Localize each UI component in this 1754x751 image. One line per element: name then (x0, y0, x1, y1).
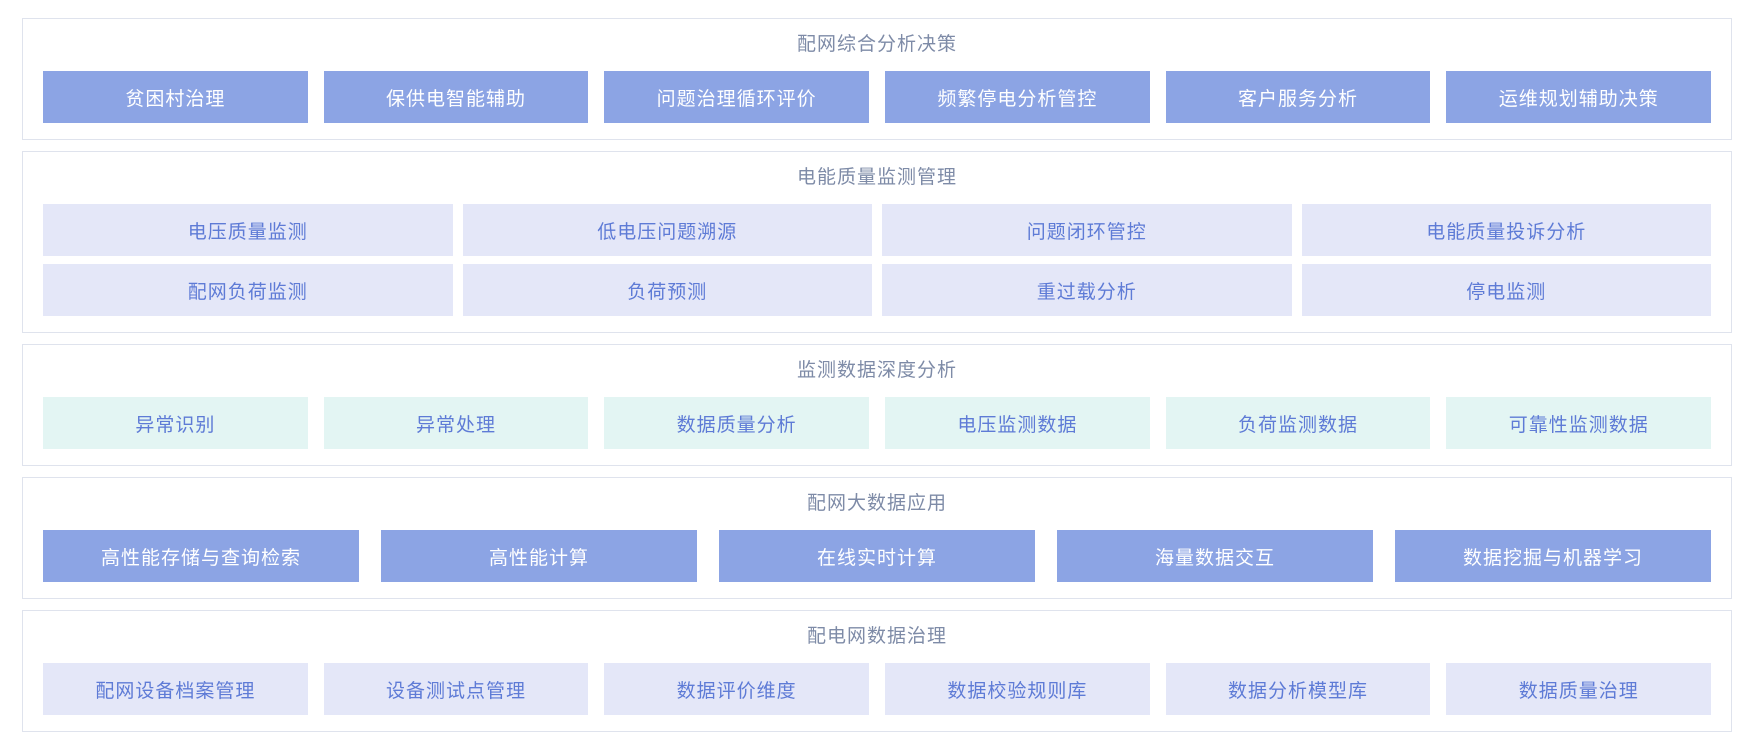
module-button[interactable]: 数据质量治理 (1446, 663, 1712, 715)
module-button[interactable]: 问题治理循环评价 (604, 71, 870, 123)
module-button[interactable]: 设备测试点管理 (323, 663, 589, 715)
module-button[interactable]: 低电压问题溯源 (462, 204, 872, 256)
module-button[interactable]: 电能质量投诉分析 (1301, 204, 1711, 256)
module-button[interactable]: 运维规划辅助决策 (1446, 71, 1712, 123)
section-monitoring-data-deep-analysis: 监测数据深度分析异常识别异常处理数据质量分析电压监测数据负荷监测数据可靠性监测数… (22, 344, 1732, 466)
module-button[interactable]: 高性能计算 (381, 530, 697, 582)
module-button[interactable]: 负荷预测 (462, 264, 872, 316)
section-title: 配电网数据治理 (806, 626, 947, 647)
module-row: 高性能存储与查询检索高性能计算在线实时计算海量数据交互数据挖掘与机器学习 (43, 530, 1711, 582)
module-button[interactable]: 可靠性监测数据 (1446, 397, 1712, 449)
module-button[interactable]: 数据校验规则库 (885, 663, 1150, 715)
module-button[interactable]: 配网负荷监测 (43, 264, 453, 316)
module-button[interactable]: 高性能存储与查询检索 (43, 530, 359, 582)
section-comprehensive-analysis-decision: 配网综合分析决策贫困村治理保供电智能辅助问题治理循环评价频繁停电分析管控客户服务… (22, 18, 1732, 140)
section-title: 电能质量监测管理 (796, 167, 957, 188)
module-row: 贫困村治理保供电智能辅助问题治理循环评价频繁停电分析管控客户服务分析运维规划辅助… (43, 71, 1712, 123)
module-map-page: 配网综合分析决策贫困村治理保供电智能辅助问题治理循环评价频繁停电分析管控客户服务… (22, 18, 1732, 732)
section-big-data-application: 配网大数据应用高性能存储与查询检索高性能计算在线实时计算海量数据交互数据挖掘与机… (22, 477, 1732, 599)
module-button[interactable]: 异常处理 (323, 397, 589, 449)
module-button[interactable]: 海量数据交互 (1057, 530, 1373, 582)
module-button[interactable]: 电压质量监测 (43, 204, 453, 256)
module-row: 异常识别异常处理数据质量分析电压监测数据负荷监测数据可靠性监测数据 (43, 397, 1712, 449)
module-button[interactable]: 数据评价维度 (604, 663, 870, 715)
module-button[interactable]: 贫困村治理 (43, 71, 308, 123)
section-title: 监测数据深度分析 (796, 360, 957, 381)
module-button[interactable]: 在线实时计算 (719, 530, 1035, 582)
section-power-quality-monitoring: 电能质量监测管理电压质量监测低电压问题溯源问题闭环管控电能质量投诉分析配网负荷监… (22, 151, 1732, 333)
section-title: 配网大数据应用 (806, 493, 947, 514)
module-button[interactable]: 负荷监测数据 (1165, 397, 1431, 449)
module-button[interactable]: 配网设备档案管理 (43, 663, 308, 715)
module-row: 配网设备档案管理设备测试点管理数据评价维度数据校验规则库数据分析模型库数据质量治… (43, 663, 1712, 715)
module-button[interactable]: 数据质量分析 (604, 397, 870, 449)
module-button[interactable]: 客户服务分析 (1165, 71, 1431, 123)
module-button[interactable]: 电压监测数据 (885, 397, 1150, 449)
module-button[interactable]: 频繁停电分析管控 (885, 71, 1150, 123)
module-row: 电压质量监测低电压问题溯源问题闭环管控电能质量投诉分析 (43, 204, 1711, 256)
module-button[interactable]: 停电监测 (1301, 264, 1711, 316)
module-button[interactable]: 异常识别 (43, 397, 308, 449)
section-title: 配网综合分析决策 (796, 34, 957, 55)
module-button[interactable]: 问题闭环管控 (882, 204, 1292, 256)
module-button[interactable]: 数据挖掘与机器学习 (1395, 530, 1711, 582)
module-row: 配网负荷监测负荷预测重过载分析停电监测 (43, 264, 1711, 316)
module-button[interactable]: 重过载分析 (882, 264, 1292, 316)
module-button[interactable]: 数据分析模型库 (1165, 663, 1431, 715)
section-distribution-data-governance: 配电网数据治理配网设备档案管理设备测试点管理数据评价维度数据校验规则库数据分析模… (22, 610, 1732, 732)
module-button[interactable]: 保供电智能辅助 (323, 71, 589, 123)
